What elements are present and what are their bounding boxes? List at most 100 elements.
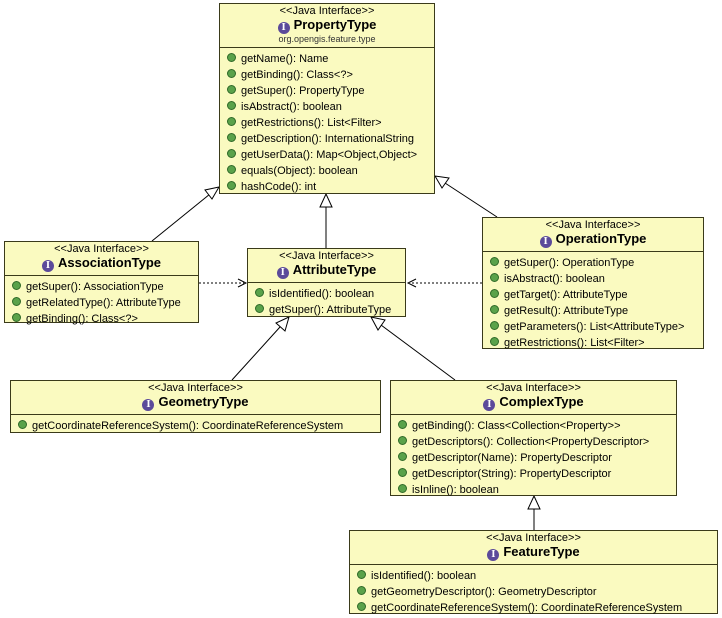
operation-signature: getSuper(): PropertyType (241, 85, 365, 97)
operation-row[interactable]: getDescriptors(): Collection<PropertyDes… (391, 434, 676, 450)
operation-row[interactable]: isInline(): boolean (391, 482, 676, 498)
public-method-icon (490, 273, 499, 282)
interface-icon: I (483, 399, 496, 411)
operation-row[interactable]: getParameters(): List<AttributeType> (483, 319, 703, 335)
operation-signature: getBinding(): Class<Collection<Property>… (412, 420, 621, 432)
operation-row[interactable]: isAbstract(): boolean (483, 271, 703, 287)
operations-compartment: getSuper(): OperationType isAbstract(): b… (483, 252, 703, 353)
public-method-icon (357, 570, 366, 579)
operation-row[interactable]: getSuper(): AttributeType (248, 302, 405, 318)
operation-row[interactable]: getRestrictions(): List<Filter> (483, 335, 703, 351)
operation-row[interactable]: hashCode(): int (220, 179, 434, 195)
public-method-icon (255, 304, 264, 313)
interface-icon: I (487, 549, 500, 561)
operation-signature: getDescriptor(Name): PropertyDescriptor (412, 452, 612, 464)
public-method-icon (490, 321, 499, 330)
operation-row[interactable]: equals(Object): boolean (220, 163, 434, 179)
operation-row[interactable]: getResult(): AttributeType (483, 303, 703, 319)
operation-row[interactable]: getSuper(): PropertyType (220, 83, 434, 99)
operation-row[interactable]: getUserData(): Map<Object,Object> (220, 147, 434, 163)
interface-icon: I (277, 22, 290, 34)
operation-row[interactable]: getBinding(): Class<Collection<Property>… (391, 418, 676, 434)
public-method-icon (227, 149, 236, 158)
public-method-icon (12, 297, 21, 306)
public-method-icon (18, 420, 27, 429)
public-method-icon (227, 181, 236, 190)
operation-row[interactable]: getBinding(): Class<?> (220, 67, 434, 83)
public-method-icon (227, 101, 236, 110)
operation-signature: getCoordinateReferenceSystem(): Coordina… (32, 420, 344, 432)
operation-signature: getSuper(): AttributeType (269, 304, 392, 316)
operation-signature: hashCode(): int (241, 181, 317, 193)
public-method-icon (357, 586, 366, 595)
operation-signature: getResult(): AttributeType (504, 305, 629, 317)
operation-row[interactable]: getDescriptor(String): PropertyDescripto… (391, 466, 676, 482)
operation-signature: getRelatedType(): AttributeType (26, 297, 181, 309)
stereotype-label: <<Java Interface>> (54, 243, 149, 255)
interface-icon: I (142, 399, 155, 411)
edge-operation-dep-attribute (406, 278, 482, 288)
operation-signature: getSuper(): OperationType (504, 257, 635, 269)
public-method-icon (398, 452, 407, 461)
operation-row[interactable]: getCoordinateReferenceSystem(): Coordina… (11, 418, 380, 434)
operation-signature: getTarget(): AttributeType (504, 289, 628, 301)
operation-row[interactable]: isIdentified(): boolean (350, 568, 717, 584)
public-method-icon (227, 53, 236, 62)
interface-icon: I (41, 260, 54, 272)
public-method-icon (398, 484, 407, 493)
operation-row[interactable]: getTarget(): AttributeType (483, 287, 703, 303)
operation-signature: getRestrictions(): List<Filter> (241, 117, 382, 129)
operation-row[interactable]: getSuper(): AssociationType (5, 279, 198, 295)
operation-row[interactable]: getGeometryDescriptor(): GeometryDescrip… (350, 584, 717, 600)
operations-compartment: getCoordinateReferenceSystem(): Coordina… (11, 415, 380, 436)
edge-feature-to-complex (527, 494, 541, 530)
stereotype-label: <<Java Interface>> (148, 382, 243, 394)
operation-signature: isIdentified(): boolean (371, 570, 477, 582)
operation-row[interactable]: getBinding(): Class<?> (5, 311, 198, 327)
operation-signature: getGeometryDescriptor(): GeometryDescrip… (371, 586, 597, 598)
operation-row[interactable]: getDescription(): InternationalString (220, 131, 434, 147)
stereotype-label: <<Java Interface>> (545, 219, 641, 231)
operation-row[interactable]: getSuper(): OperationType (483, 255, 703, 271)
operation-signature: isAbstract(): boolean (504, 273, 605, 285)
operation-row[interactable]: getRelatedType(): AttributeType (5, 295, 198, 311)
interface-name: OperationType (555, 231, 647, 246)
public-method-icon (490, 337, 499, 346)
public-method-icon (12, 281, 21, 290)
operation-row[interactable]: getRestrictions(): List<Filter> (220, 115, 434, 131)
public-method-icon (12, 313, 21, 322)
edge-attribute-to-property (319, 192, 333, 248)
operations-compartment: isIdentified(): boolean getGeometryDescri… (350, 565, 717, 618)
public-method-icon (398, 468, 407, 477)
interface-name: FeatureType (503, 544, 580, 559)
interface-icon: I (276, 267, 289, 279)
operation-row[interactable]: isAbstract(): boolean (220, 99, 434, 115)
operation-row[interactable]: getName(): Name (220, 51, 434, 67)
stereotype-label: <<Java Interface>> (279, 5, 375, 17)
operation-row[interactable]: getCoordinateReferenceSystem(): Coordina… (350, 600, 717, 616)
operation-signature: getParameters(): List<AttributeType> (504, 321, 685, 333)
edge-geometry-to-attribute (231, 316, 290, 381)
public-method-icon (398, 436, 407, 445)
operation-row[interactable]: getDescriptor(Name): PropertyDescriptor (391, 450, 676, 466)
operation-signature: getDescriptor(String): PropertyDescripto… (412, 468, 612, 480)
operation-row[interactable]: isIdentified(): boolean (248, 286, 405, 302)
operation-signature: getUserData(): Map<Object,Object> (241, 149, 418, 161)
edge-association-dep-attribute (199, 278, 248, 288)
edge-association-to-property (151, 186, 221, 242)
edge-operation-to-property (434, 175, 498, 218)
interface-name: PropertyType (293, 17, 377, 32)
